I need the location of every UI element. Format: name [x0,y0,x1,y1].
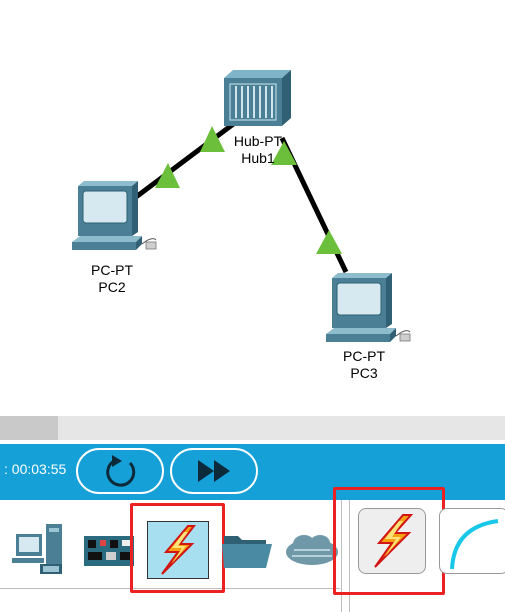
pc-icon[interactable] [72,181,157,250]
console-cable-icon [450,519,499,570]
link-status-triangle [200,126,225,152]
fast-forward-button[interactable] [170,448,258,494]
highlight-box [130,503,225,593]
power-cycle-devices-button[interactable] [76,448,164,494]
scrollbar-thumb[interactable] [0,416,58,440]
device-model: PC-PT [343,348,385,364]
hub-icon[interactable] [224,70,291,126]
logical-workspace[interactable]: Hub-PT Hub1 PC-PT PC2 PC-PT PC3 [0,0,505,405]
category-connections-button[interactable] [147,521,209,579]
simulation-time: : 00:03:55 [4,461,67,477]
device-name: PC2 [98,279,126,295]
link-status-triangle [271,141,297,165]
link-status-triangle [155,163,180,188]
pc-icon[interactable] [326,273,411,342]
hub1-label: Hub-PT Hub1 [228,133,288,167]
device-model: Hub-PT [233,133,283,149]
console-cable-button[interactable] [439,508,505,574]
wan-cloud-icon[interactable] [284,530,340,570]
highlight-box [333,487,445,595]
automatic-connection-icon [374,514,414,568]
link-hub1-pc2[interactable] [130,120,238,202]
device-name: PC3 [350,365,378,381]
topology-canvas [72,70,411,342]
horizontal-scrollbar[interactable] [0,416,505,440]
folder-icon[interactable] [220,528,274,572]
device-model: PC-PT [91,262,133,278]
end-devices-icon[interactable] [12,520,72,578]
panel-divider [0,588,340,589]
power-cycle-icon [106,455,136,487]
device-name: Hub1 [241,150,275,166]
components-icon[interactable] [82,528,138,572]
automatic-connection-button[interactable] [358,508,426,574]
fast-forward-icon [198,460,230,482]
panel-divider [349,500,350,612]
panel-divider [341,500,342,612]
pc3-label: PC-PT PC3 [334,348,394,382]
pc2-label: PC-PT PC2 [82,262,142,296]
link-status-triangle [316,230,342,254]
connections-icon [161,525,197,575]
